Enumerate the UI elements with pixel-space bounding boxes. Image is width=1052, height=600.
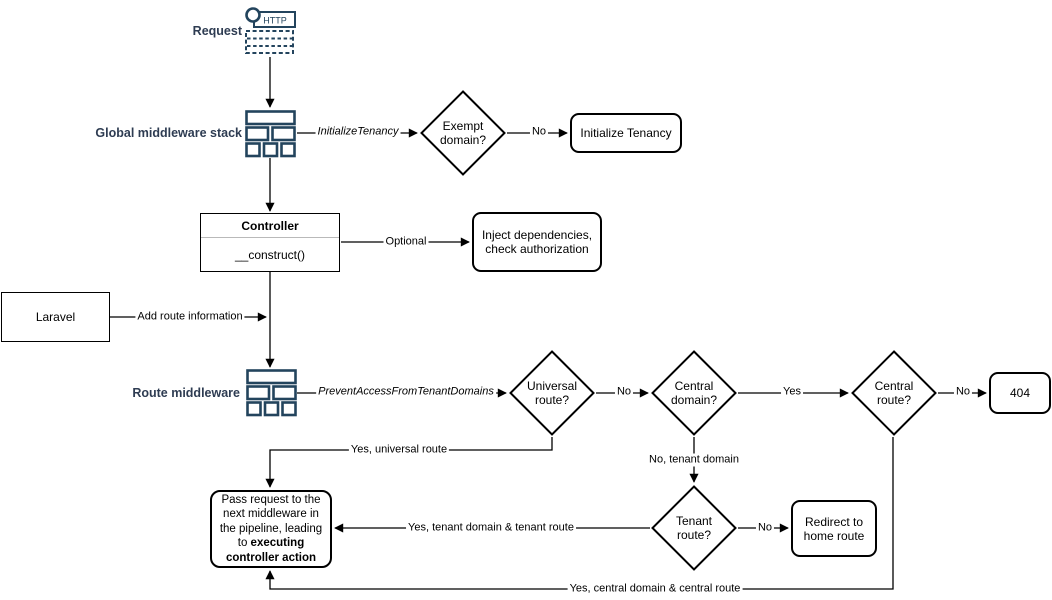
edge-label-initialize-tenancy: InitializeTenancy bbox=[315, 125, 401, 139]
tenant-route-decision: Tenant route? bbox=[651, 485, 737, 571]
controller-constructor-label: __construct() bbox=[234, 247, 306, 262]
edge-label-yes-universal-route: Yes, universal route bbox=[348, 443, 450, 457]
edge-label-yes-central-domain: Yes bbox=[781, 385, 803, 399]
request-label: Request bbox=[192, 24, 242, 38]
universal-route-decision: Universal route? bbox=[509, 350, 595, 436]
central-route-label: Central route? bbox=[874, 379, 914, 407]
inject-dependencies-label: Inject dependencies, check authorization bbox=[481, 228, 593, 256]
route-middleware-label: Route middleware bbox=[132, 386, 240, 400]
central-domain-label: Central domain? bbox=[670, 379, 717, 407]
pass-request-label: Pass request to the next middleware in t… bbox=[219, 493, 323, 564]
edge-label-no-tenant-domain: No, tenant domain bbox=[647, 453, 741, 467]
edge-label-yes-central-route: Yes, central domain & central route bbox=[567, 582, 743, 596]
edge-label-add-route-information: Add route information bbox=[135, 310, 245, 324]
edge-label-no-central-route: No bbox=[953, 385, 973, 399]
laravel-node: Laravel bbox=[1, 292, 110, 342]
central-route-decision: Central route? bbox=[851, 350, 937, 436]
central-domain-decision: Central domain? bbox=[651, 350, 737, 436]
controller-divider bbox=[201, 237, 339, 238]
global-middleware-stack-label: Global middleware stack bbox=[95, 126, 242, 140]
edge-label-optional: Optional bbox=[383, 235, 429, 249]
http-request-icon: HTTP bbox=[244, 7, 297, 60]
redirect-home-label: Redirect to home route bbox=[803, 514, 865, 543]
redirect-home-node: Redirect to home route bbox=[791, 500, 877, 557]
edge-label-prevent-access: PreventAccessFromTenantDomains bbox=[316, 385, 496, 399]
universal-route-label: Universal route? bbox=[526, 379, 577, 407]
edge-label-no-universal: No bbox=[614, 385, 634, 399]
initialize-tenancy-label: Initialize Tenancy bbox=[580, 126, 672, 140]
inject-dependencies-node: Inject dependencies, check authorization bbox=[472, 212, 602, 272]
edge-label-no-tenant-route: No bbox=[755, 521, 775, 535]
edge-label-yes-tenant-route: Yes, tenant domain & tenant route bbox=[406, 521, 576, 535]
exempt-domain-decision: Exempt domain? bbox=[420, 90, 506, 176]
404-label: 404 bbox=[1009, 386, 1031, 400]
middleware-stack-icon bbox=[246, 369, 297, 422]
exempt-domain-label: Exempt domain? bbox=[439, 119, 486, 147]
edge-label-no-exempt: No bbox=[529, 125, 549, 139]
middleware-stack-icon bbox=[245, 110, 296, 163]
pass-request-node: Pass request to the next middleware in t… bbox=[210, 490, 332, 568]
http-icon-label: HTTP bbox=[263, 16, 287, 26]
laravel-node-label: Laravel bbox=[35, 310, 76, 324]
controller-node: Controller __construct() bbox=[200, 213, 340, 272]
controller-node-title: Controller bbox=[241, 219, 299, 233]
404-node: 404 bbox=[989, 372, 1051, 414]
initialize-tenancy-node: Initialize Tenancy bbox=[570, 113, 682, 153]
tenant-route-label: Tenant route? bbox=[675, 514, 712, 542]
